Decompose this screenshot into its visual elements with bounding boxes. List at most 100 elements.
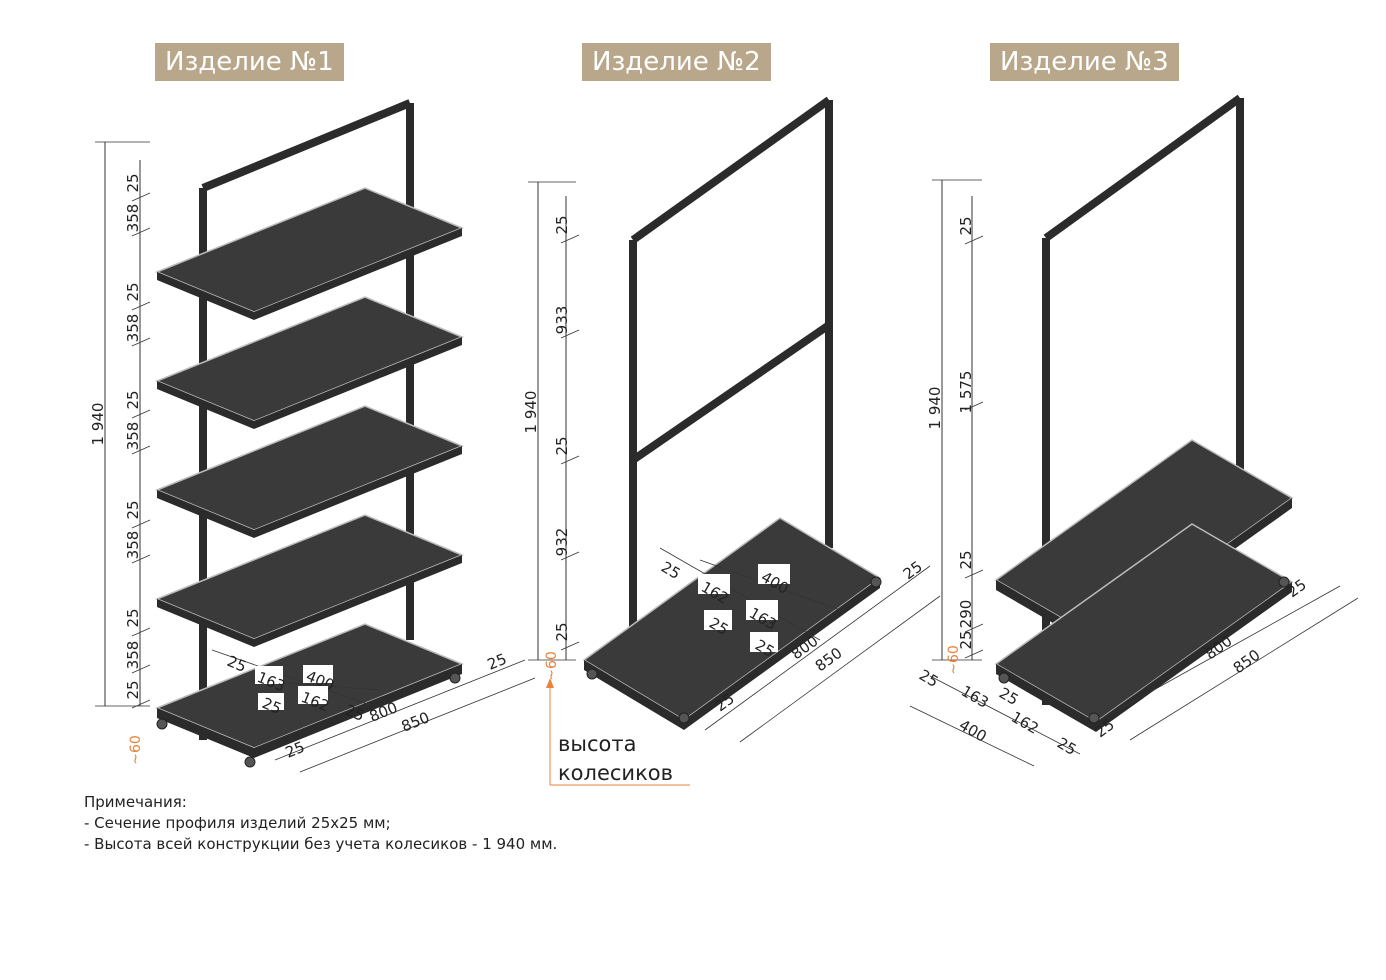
product2-vdim-3: 932 (553, 528, 571, 557)
p1-shelf (155, 296, 464, 429)
product3-vdim-1: 1 575 (957, 371, 975, 414)
p3-dim-label: 163 (958, 682, 992, 712)
p2-wheel-height: ~60 (544, 651, 560, 681)
product2-vdim-tick (560, 234, 580, 244)
arrow-up-icon (546, 678, 554, 688)
product1-vdim-5: 358 (124, 422, 142, 451)
product1-vdim-tick (131, 699, 151, 709)
product1-vdim-7: 358 (124, 531, 142, 560)
p1-wheel-height: ~60 (128, 735, 144, 765)
p2-dim-label: 25 (900, 557, 926, 583)
p1-shelf (155, 514, 464, 647)
notes-line: - Сечение профиля изделий 25х25 мм; (84, 814, 391, 832)
product1-vdim-tick (131, 227, 151, 237)
title-product-1: Изделие №1 (155, 43, 344, 81)
product1-vdim-8: 25 (124, 608, 142, 627)
product1-vdim-tick (131, 519, 151, 529)
title-product-3: Изделие №3 (990, 43, 1179, 81)
product3-vdim-4: 25 (957, 630, 975, 649)
p2-top-bar (630, 96, 832, 244)
p3-top-bar (1043, 94, 1243, 242)
product1-vdim-4: 25 (124, 390, 142, 409)
p2-vertical-dims: 25 933 25 932 25 (553, 215, 580, 651)
wheel-icon (156, 718, 168, 730)
product1-vdim-tick (131, 664, 151, 674)
product2-vdim-4: 25 (553, 622, 571, 641)
p1-dim-label: 25 (343, 701, 367, 725)
notes-heading: Примечания: (84, 793, 187, 811)
wheel-icon (678, 712, 690, 724)
product1-vdim-6: 25 (124, 500, 142, 519)
product3-vdim-tick (964, 623, 984, 633)
product3-vdim-tick (964, 401, 984, 411)
p3-dim-label: 400 (956, 716, 990, 746)
wheel-height-label: высота колесиков (558, 730, 673, 788)
p3-base-shelf (994, 523, 1294, 732)
product-1-rack: 1 940 25 358 25 358 25 358 25 358 25 358 25 ~60 25… (89, 99, 536, 773)
product2-vdim-0: 25 (553, 215, 571, 234)
wheel-icon (1278, 576, 1290, 588)
p1-shelf (155, 187, 464, 320)
product1-vdim-tick (131, 409, 151, 419)
product1-vdim-tick (131, 554, 151, 564)
p1-vertical-dims: 25 358 25 358 25 358 25 358 25 358 25 (124, 173, 151, 709)
p3-dim-label: 162 (1008, 708, 1042, 738)
product2-vdim-tick (560, 551, 580, 561)
wheel-label-line: высота (558, 732, 637, 756)
product3-vdim-0: 25 (957, 216, 975, 235)
p1-dim-label: 25 (283, 738, 307, 762)
product1-vdim-1: 358 (124, 204, 142, 233)
wheel-icon (1088, 712, 1100, 724)
p1-total-height: 1 940 (89, 403, 107, 446)
wheel-icon (244, 756, 256, 768)
p3-dim-label: 850 (1230, 646, 1264, 677)
product2-vdim-tick (560, 455, 580, 465)
product1-vdim-tick (131, 337, 151, 347)
wheel-icon (586, 668, 598, 680)
product1-vdim-tick (131, 627, 151, 637)
product3-vdim-tick (964, 649, 984, 659)
wheel-label-leader (549, 680, 690, 786)
p1-top-bar (201, 99, 412, 192)
p1-dim-label: 25 (225, 652, 249, 676)
product1-vdim-10: 25 (124, 680, 142, 699)
title-product-2: Изделие №2 (582, 43, 771, 81)
product2-vdim-tick (560, 329, 580, 339)
p3-total-height: 1 940 (926, 387, 944, 430)
p2-middle-bar (630, 321, 832, 464)
p2-dim-label: 25 (658, 558, 684, 583)
product1-vdim-tick (131, 445, 151, 455)
p1-dim-label: 25 (485, 650, 509, 674)
product2-vdim-1: 933 (553, 306, 571, 335)
p3-dim-label: 25 (1054, 734, 1080, 759)
wheel-icon (870, 576, 882, 588)
product3-vdim-2: 25 (957, 550, 975, 569)
p1-dim-label: 850 (399, 708, 432, 735)
p1-dim-label: 25 (260, 694, 284, 718)
p1-shelf (155, 405, 464, 538)
product1-vdim-tick (131, 192, 151, 202)
product1-vdim-9: 358 (124, 641, 142, 670)
wheel-icon (449, 672, 461, 684)
product1-vdim-3: 358 (124, 314, 142, 343)
p3-dim-label: 25 (916, 666, 942, 691)
product2-vdim-2: 25 (553, 436, 571, 455)
notes-line: - Высота всей конструкции без учета коле… (84, 835, 558, 853)
p2-total-height: 1 940 (522, 391, 540, 434)
notes: Примечания: - Сечение профиля изделий 25… (84, 792, 557, 855)
wheel-label-line: колесиков (558, 761, 673, 785)
product3-vdim-3: 290 (957, 600, 975, 629)
product1-vdim-2: 25 (124, 282, 142, 301)
product2-vdim-tick (560, 641, 580, 651)
wheel-icon (998, 672, 1010, 684)
product1-vdim-0: 25 (124, 173, 142, 192)
product1-vdim-tick (131, 301, 151, 311)
product3-vdim-tick (964, 569, 984, 579)
p3-wheel-height: ~60 (946, 645, 962, 675)
product3-vdim-tick (964, 235, 984, 245)
p3-dim-label: 25 (996, 684, 1022, 709)
